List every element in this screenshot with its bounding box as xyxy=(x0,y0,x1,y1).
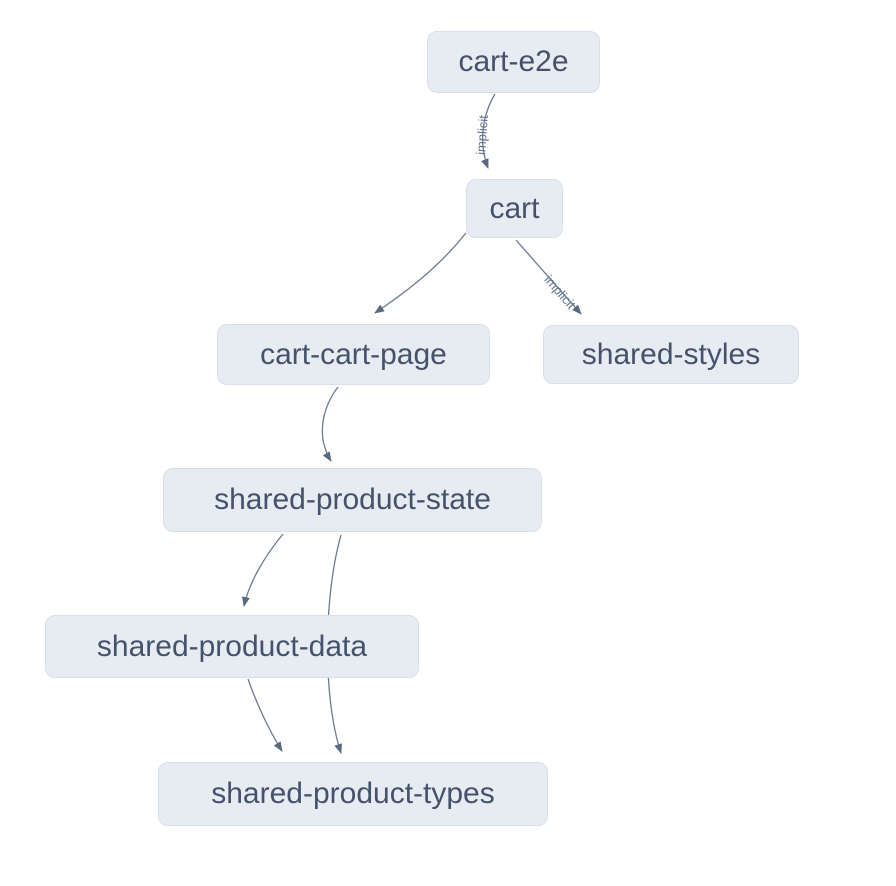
edge-cart-e2e-to-cart xyxy=(481,93,496,169)
graph-node-cart-cart-page[interactable]: cart-cart-page xyxy=(217,324,490,385)
edge-shared-product-state-to-shared-product-data xyxy=(242,533,284,607)
edge-cart-cart-page-to-shared-product-state xyxy=(321,386,339,462)
edge-cart-to-shared-styles xyxy=(515,239,582,315)
graph-node-shared-product-data[interactable]: shared-product-data xyxy=(45,615,419,678)
graph-node-shared-product-state[interactable]: shared-product-state xyxy=(163,468,542,532)
edge-cart-to-cart-cart-page xyxy=(374,232,467,314)
graph-node-shared-product-types[interactable]: shared-product-types xyxy=(158,762,548,826)
graph-node-cart-e2e[interactable]: cart-e2e xyxy=(427,31,600,93)
edge-shared-product-data-to-shared-product-types xyxy=(247,678,283,752)
graph-node-shared-styles[interactable]: shared-styles xyxy=(543,325,799,384)
graph-node-cart[interactable]: cart xyxy=(466,179,563,238)
